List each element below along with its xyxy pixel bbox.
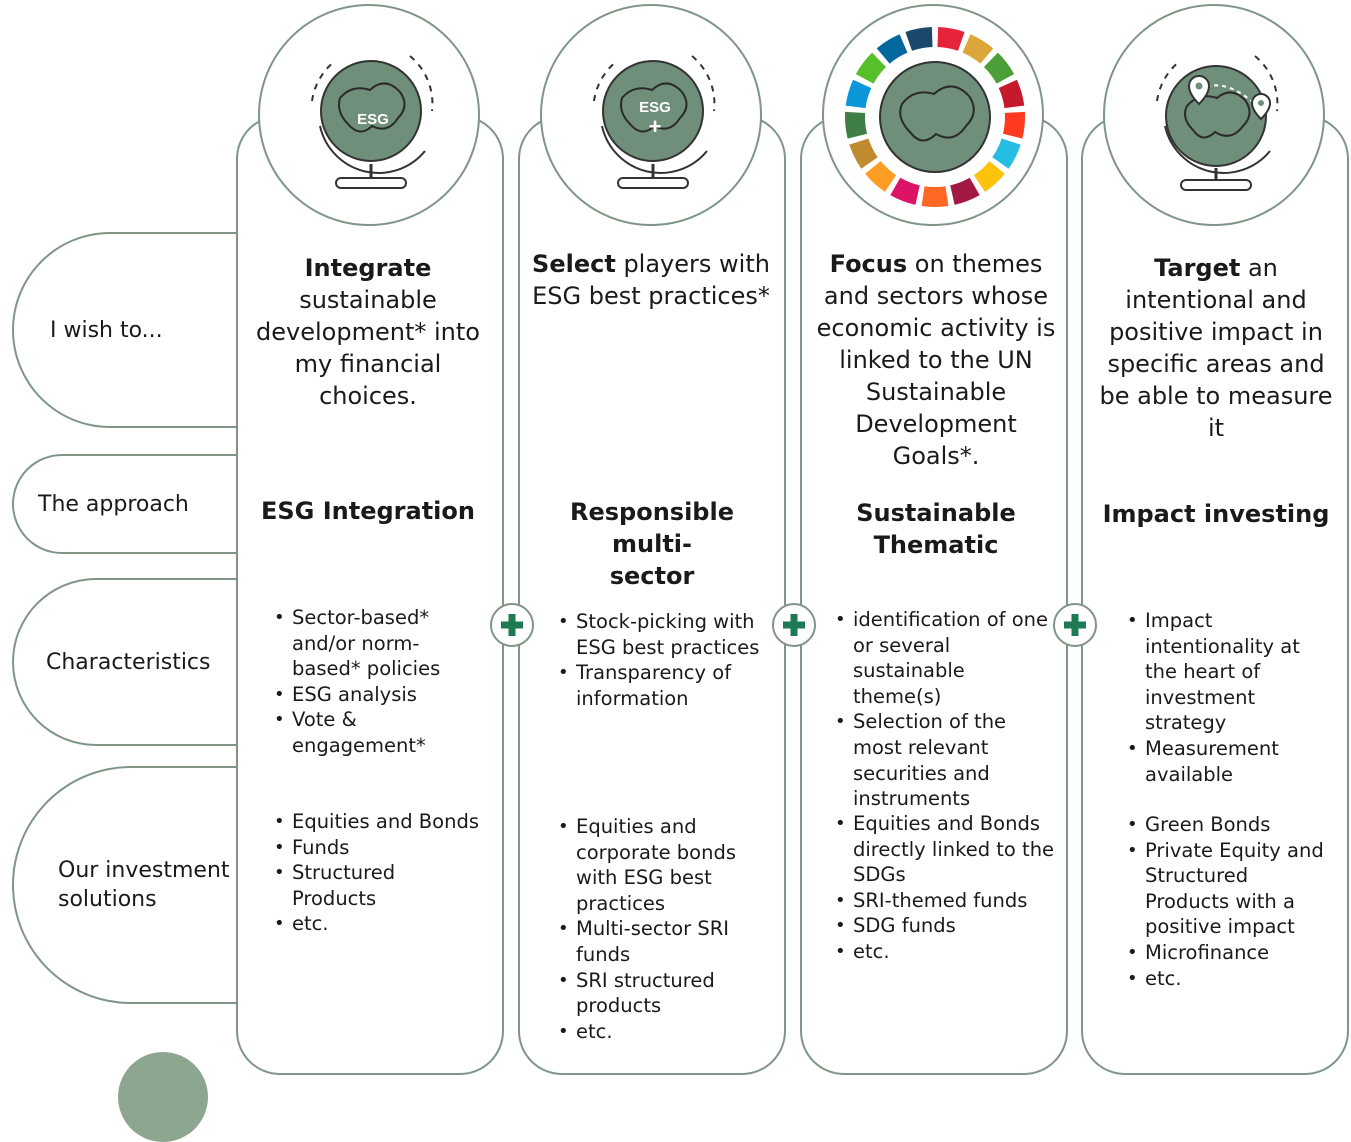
list-item: Structured Products — [274, 860, 484, 911]
list-item: Measurement available — [1127, 736, 1332, 787]
globe-badge-impact — [1103, 4, 1325, 226]
list-item: etc. — [274, 911, 484, 937]
solutions-list-2: Equities and corporate bonds with ESG be… — [558, 814, 768, 1044]
row-label-solutions-text: Our investment solutions — [58, 858, 230, 912]
sdg-ring-segment — [937, 27, 965, 51]
row-label-characteristics: Characteristics — [12, 578, 252, 746]
wish-bold-4: Target — [1154, 254, 1241, 282]
globe-icon — [845, 27, 1025, 207]
wish-text-2: Select players with ESG best practices* — [532, 248, 770, 312]
list-item: Multi-sector SRI funds — [558, 916, 768, 967]
sdg-ring-segment — [921, 186, 949, 207]
globe-label: ESG — [357, 111, 389, 128]
approach-title-1: ESG Integration — [261, 497, 475, 525]
row-label-characteristics-text: Characteristics — [46, 649, 211, 675]
wish-bold-3: Focus — [829, 250, 908, 278]
row-label-approach-text: The approach — [38, 491, 189, 517]
wish-rest-4: an intentional and positive impact in sp… — [1099, 254, 1333, 442]
globe-badge-esg: ESG — [258, 4, 480, 226]
list-item: Microfinance — [1127, 940, 1332, 966]
list-item: identification of one or several sustain… — [835, 607, 1055, 709]
wish-text-1: Integrate sustainable development* into … — [250, 252, 486, 412]
wish-bold-2: Select — [532, 250, 616, 278]
sdg-ring-segment — [905, 27, 933, 51]
approach-title-4: Impact investing — [1102, 500, 1330, 528]
decorative-circle — [118, 1052, 208, 1142]
row-label-approach: The approach — [12, 454, 252, 554]
list-item: Equities and Bonds — [274, 809, 484, 835]
list-item: etc. — [558, 1019, 768, 1045]
list-item: SRI structured products — [558, 968, 768, 1019]
characteristics-list-2: Stock-picking with ESG best practices Tr… — [558, 609, 768, 711]
globe-icon: ESG + — [593, 55, 716, 189]
wish-rest-2: players with ESG best practices* — [532, 250, 770, 310]
globe-badge-esg-plus: ESG + — [540, 4, 762, 226]
sdg-ring-segment — [876, 34, 908, 64]
list-item: Private Equity and Structured Products w… — [1127, 838, 1332, 940]
sdg-ring-segment — [845, 111, 868, 139]
plus-icon — [783, 614, 805, 636]
plus-icon — [501, 614, 523, 636]
list-item: Vote & engagement* — [274, 707, 484, 758]
map-pin-icon — [1187, 74, 1211, 106]
sdg-ring-segment — [1002, 111, 1025, 139]
list-item: Stock-picking with ESG best practices — [558, 609, 768, 660]
map-pin-icon — [1250, 92, 1272, 121]
wish-text-4: Target an intentional and positive impac… — [1096, 252, 1336, 444]
sdg-ring-segment — [849, 138, 878, 169]
row-label-solutions: Our investment solutions — [12, 766, 252, 1004]
characteristics-list-1: Sector-based* and/or norm-based* policie… — [274, 605, 484, 759]
sdg-ring-segment — [890, 177, 920, 205]
sdg-ring-segment — [962, 34, 994, 64]
sdg-ring-segment — [950, 177, 980, 205]
sdg-ring-segment — [992, 138, 1021, 169]
list-item: SDG funds — [835, 913, 1055, 939]
sdg-ring-segment — [973, 161, 1005, 192]
plus-icon — [1064, 614, 1086, 636]
solutions-list-4: Green Bonds Private Equity and Structure… — [1127, 812, 1332, 991]
globe-label: ESG — [639, 99, 671, 116]
list-item: SRI-themed funds — [835, 888, 1055, 914]
globe-plus-label: + — [649, 114, 662, 139]
list-item: Equities and Bonds directly linked to th… — [835, 811, 1055, 888]
sdg-ring-segment — [983, 52, 1015, 84]
globe-icon — [1156, 55, 1279, 191]
list-item: etc. — [1127, 966, 1332, 992]
wish-rest-1: sustainable development* into my financi… — [256, 286, 480, 410]
wish-bold-1: Integrate — [304, 254, 432, 282]
plus-connector-1 — [490, 603, 534, 647]
sdg-ring-segment — [855, 52, 887, 84]
plus-connector-2 — [772, 603, 816, 647]
list-item: Sector-based* and/or norm-based* policie… — [274, 605, 484, 682]
sdg-ring-segment — [865, 161, 897, 192]
list-item: Impact intentionality at the heart of in… — [1127, 608, 1332, 736]
list-item: Funds — [274, 835, 484, 861]
list-item: Equities and corporate bonds with ESG be… — [558, 814, 768, 916]
approach-title-2: Responsible multi- sector — [570, 498, 734, 590]
solutions-list-3: Equities and Bonds directly linked to th… — [835, 811, 1055, 965]
plus-connector-3 — [1053, 603, 1097, 647]
approach-title-3: Sustainable Thematic — [856, 499, 1016, 559]
characteristics-list-3: identification of one or several sustain… — [835, 607, 1055, 812]
list-item: etc. — [835, 939, 1055, 965]
solutions-list-1: Equities and Bonds Funds Structured Prod… — [274, 809, 484, 937]
list-item: Green Bonds — [1127, 812, 1332, 838]
globe-icon: ESG — [311, 55, 434, 189]
sdg-ring — [845, 27, 1025, 207]
wish-rest-3: on themes and sectors whose economic act… — [816, 250, 1056, 470]
wish-text-3: Focus on themes and sectors whose econom… — [814, 248, 1058, 472]
list-item: ESG analysis — [274, 682, 484, 708]
row-label-wish-text: I wish to... — [50, 317, 163, 343]
characteristics-list-4: Impact intentionality at the heart of in… — [1127, 608, 1332, 787]
sdg-ring-segment — [998, 79, 1025, 109]
row-label-wish: I wish to... — [12, 232, 252, 428]
list-item: Selection of the most relevant securitie… — [835, 709, 1055, 811]
list-item: Transparency of information — [558, 660, 768, 711]
sdg-ring-segment — [845, 79, 872, 109]
globe-badge-sdg — [822, 4, 1044, 226]
